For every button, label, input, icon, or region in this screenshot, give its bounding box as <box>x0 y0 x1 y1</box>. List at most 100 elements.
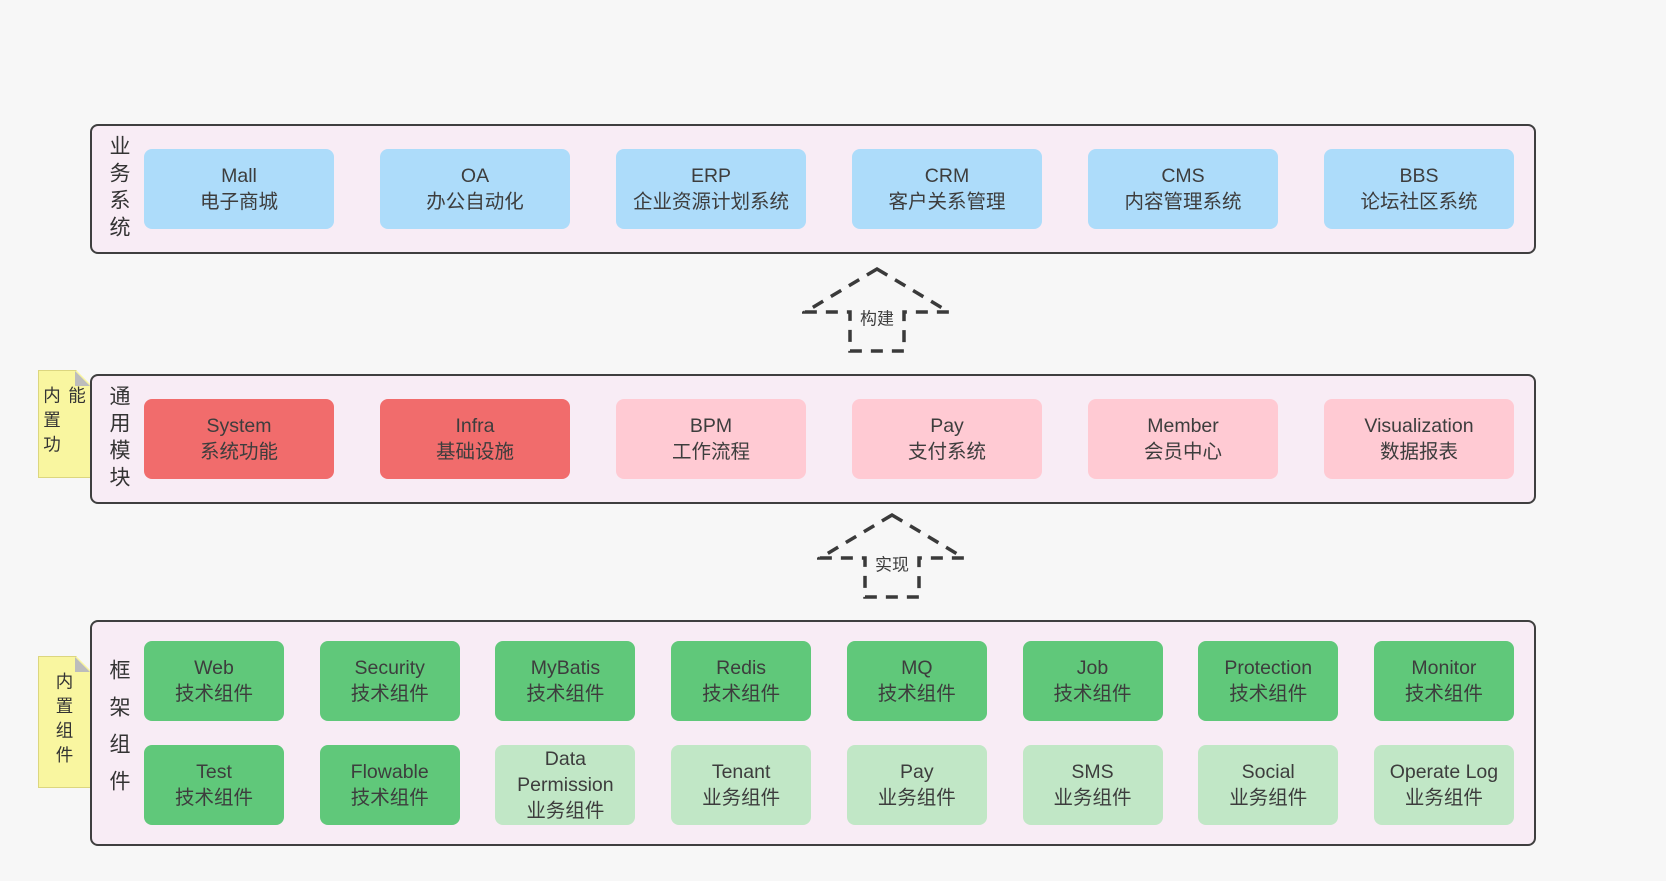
box-name: Protection <box>1224 657 1313 679</box>
panel-title: 框架组件 <box>107 659 130 807</box>
box-operate-log: Operate Log 业务组件 <box>1373 745 1514 825</box>
box-pay-component: Pay 业务组件 <box>846 745 987 825</box>
box-name: Flowable <box>350 761 429 783</box>
box-row: System 系统功能 Infra 基础设施 BPM 工作流程 Pay 支付系统… <box>144 376 1534 502</box>
box-name: BPM <box>689 415 733 437</box>
box-desc: 技术组件 <box>174 787 253 809</box>
panel-label-column: 业务系统 <box>92 126 144 252</box>
box-mybatis: MyBatis 技术组件 <box>495 641 636 721</box>
box-name: Social <box>1241 761 1295 783</box>
box-monitor: Monitor 技术组件 <box>1373 641 1514 721</box>
box-social: Social 业务组件 <box>1198 745 1339 825</box>
panel-common-modules: 通用模块 System 系统功能 Infra 基础设施 BPM 工作流程 Pay… <box>90 374 1536 504</box>
box-desc: 技术组件 <box>702 683 781 705</box>
box-desc: 内容管理系统 <box>1124 191 1242 213</box>
folded-corner-icon <box>75 371 90 386</box>
box-name: Pay <box>930 415 964 437</box>
box-row: Mall 电子商城 OA 办公自动化 ERP 企业资源计划系统 CRM 客户关系… <box>144 126 1534 252</box>
box-desc: 系统功能 <box>199 441 278 463</box>
box-name: MyBatis <box>530 657 601 679</box>
box-row: Web 技术组件 Security 技术组件 MyBatis 技术组件 Redi… <box>144 641 1514 721</box>
box-grid: Web 技术组件 Security 技术组件 MyBatis 技术组件 Redi… <box>144 622 1534 844</box>
box-infra: Infra 基础设施 <box>380 399 570 479</box>
box-redis: Redis 技术组件 <box>671 641 812 721</box>
box-bpm: BPM 工作流程 <box>616 399 806 479</box>
box-name: Visualization <box>1364 415 1474 437</box>
box-cms: CMS 内容管理系统 <box>1088 149 1278 229</box>
box-name: Infra <box>455 415 495 437</box>
sticky-note-label: 内置组件 <box>54 672 74 770</box>
box-desc: 工作流程 <box>671 441 750 463</box>
box-data-permission: Data Permission 业务组件 <box>495 745 636 825</box>
box-name: Data Permission <box>517 748 614 796</box>
box-pay: Pay 支付系统 <box>852 399 1042 479</box>
box-name: SMS <box>1071 761 1114 783</box>
sticky-note-label: 内置功能 <box>41 386 87 460</box>
box-desc: 电子商城 <box>199 191 278 213</box>
box-web: Web 技术组件 <box>144 641 284 721</box>
box-desc: 技术组件 <box>1053 683 1132 705</box>
arrow-label: 构建 <box>857 304 897 330</box>
box-oa: OA 办公自动化 <box>380 149 570 229</box>
folded-corner-icon <box>75 657 90 672</box>
box-name: System <box>206 415 272 437</box>
box-system: System 系统功能 <box>144 399 334 479</box>
panel-title: 业务系统 <box>107 135 130 243</box>
box-desc: 业务组件 <box>1229 787 1308 809</box>
box-desc: 企业资源计划系统 <box>632 191 789 213</box>
box-name: Member <box>1147 415 1219 437</box>
arrow-label: 实现 <box>872 550 912 576</box>
box-desc: 技术组件 <box>526 683 605 705</box>
box-name: Monitor <box>1411 657 1477 679</box>
box-name: BBS <box>1399 165 1439 187</box>
box-sms: SMS 业务组件 <box>1022 745 1163 825</box>
box-job: Job 技术组件 <box>1022 641 1163 721</box>
dashed-up-arrow-icon <box>817 512 967 599</box>
box-member: Member 会员中心 <box>1088 399 1278 479</box>
box-row: Test 技术组件 Flowable 技术组件 Data Permission … <box>144 745 1514 825</box>
panel-label-column: 框架组件 <box>92 622 144 844</box>
panel-title: 通用模块 <box>107 385 130 493</box>
box-name: Mall <box>221 165 257 187</box>
dashed-up-arrow-icon <box>802 266 952 353</box>
box-desc: 支付系统 <box>907 441 986 463</box>
box-erp: ERP 企业资源计划系统 <box>616 149 806 229</box>
box-name: CRM <box>924 165 970 187</box>
box-test: Test 技术组件 <box>144 745 284 825</box>
box-desc: 论坛社区系统 <box>1360 191 1478 213</box>
box-desc: 会员中心 <box>1143 441 1222 463</box>
box-desc: 技术组件 <box>1229 683 1308 705</box>
box-desc: 业务组件 <box>1053 787 1132 809</box>
box-name: Operate Log <box>1389 761 1499 783</box>
box-tenant: Tenant 业务组件 <box>671 745 812 825</box>
box-name: Redis <box>716 657 767 679</box>
box-desc: 办公自动化 <box>426 191 524 213</box>
panel-business-systems: 业务系统 Mall 电子商城 OA 办公自动化 ERP 企业资源计划系统 CRM… <box>90 124 1536 254</box>
box-desc: 技术组件 <box>877 683 956 705</box>
box-name: MQ <box>901 657 933 679</box>
box-desc: 业务组件 <box>526 800 605 822</box>
box-desc: 技术组件 <box>174 683 253 705</box>
arrow-implement: 实现 <box>817 512 967 600</box>
box-desc: 技术组件 <box>350 787 429 809</box>
box-name: Test <box>196 761 232 783</box>
box-name: Tenant <box>711 761 771 783</box>
box-name: Web <box>194 657 234 679</box>
box-visualization: Visualization 数据报表 <box>1324 399 1514 479</box>
box-mall: Mall 电子商城 <box>144 149 334 229</box>
box-name: OA <box>460 165 490 187</box>
box-name: Security <box>354 657 425 679</box>
box-mq: MQ 技术组件 <box>846 641 987 721</box>
arrow-build: 构建 <box>802 266 952 354</box>
box-desc: 业务组件 <box>702 787 781 809</box>
box-desc: 业务组件 <box>877 787 956 809</box>
box-name: Job <box>1076 657 1109 679</box>
box-desc: 技术组件 <box>1404 683 1483 705</box>
box-desc: 基础设施 <box>435 441 514 463</box>
box-bbs: BBS 论坛社区系统 <box>1324 149 1514 229</box>
box-desc: 客户关系管理 <box>888 191 1006 213</box>
sticky-note-built-in-components: 内置组件 <box>38 656 91 788</box>
box-security: Security 技术组件 <box>319 641 460 721</box>
sticky-note-built-in-functions: 内置功能 <box>38 370 91 478</box>
box-desc: 数据报表 <box>1379 441 1458 463</box>
